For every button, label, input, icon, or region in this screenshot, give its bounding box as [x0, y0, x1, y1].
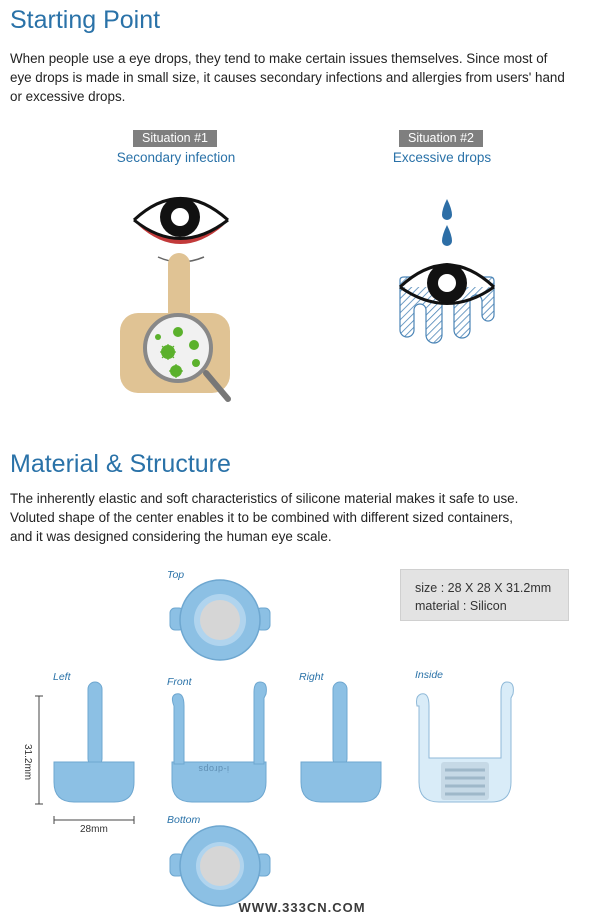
situation-1-badge: Situation #1	[133, 130, 217, 147]
situation-2-subtitle: Excessive drops	[392, 150, 492, 165]
product-marking: i-drops	[198, 764, 230, 774]
starting-point-paragraph: When people use a eye drops, they tend t…	[10, 49, 595, 106]
spec-box: size : 28 X 28 X 31.2mm material : Silic…	[400, 569, 569, 621]
material-structure-paragraph: The inherently elastic and soft characte…	[10, 489, 595, 546]
view-label-inside: Inside	[415, 669, 444, 681]
width-dimension-label: 28mm	[80, 824, 108, 835]
left-view-drawing	[53, 681, 135, 803]
width-dimension-line	[53, 816, 135, 824]
situation-1-subtitle: Secondary infection	[116, 150, 236, 165]
paragraph-line: When people use a eye drops, they tend t…	[10, 51, 548, 66]
view-label-bottom: Bottom	[167, 814, 201, 826]
right-view-drawing	[300, 681, 382, 803]
secondary-infection-illustration	[120, 197, 231, 402]
view-label-right: Right	[299, 671, 324, 683]
excessive-drops-illustration	[398, 199, 496, 344]
water-drop-icon	[442, 199, 452, 246]
paragraph-line: and it was designed considering the huma…	[10, 529, 332, 544]
flooded-eye-icon	[398, 263, 496, 344]
spec-material: material : Silicon	[415, 599, 507, 613]
height-dimension-label: 31.2mm	[22, 744, 33, 781]
view-label-left: Left	[53, 671, 71, 683]
spec-size: size : 28 X 28 X 31.2mm	[415, 581, 552, 595]
infected-eye-icon	[132, 197, 230, 263]
view-label-top: Top	[167, 569, 185, 581]
paragraph-line: Voluted shape of the center enables it t…	[10, 510, 513, 525]
bottom-view-drawing	[169, 825, 271, 907]
section-title-starting-point: Starting Point	[10, 6, 161, 34]
paragraph-line: eye drops is made in small size, it caus…	[10, 70, 565, 85]
paragraph-line: The inherently elastic and soft characte…	[10, 491, 519, 506]
height-dimension-line	[35, 695, 43, 805]
watermark: WWW.333CN.COM	[238, 900, 366, 915]
paragraph-line: or excessive drops.	[10, 89, 126, 104]
inside-view-drawing	[416, 681, 514, 803]
situation-2-badge: Situation #2	[399, 130, 483, 147]
front-view-drawing	[171, 681, 267, 803]
magnifier-icon	[143, 313, 231, 402]
top-view-drawing	[169, 579, 271, 661]
view-label-front: Front	[167, 676, 192, 688]
section-title-material-structure: Material & Structure	[10, 450, 231, 478]
